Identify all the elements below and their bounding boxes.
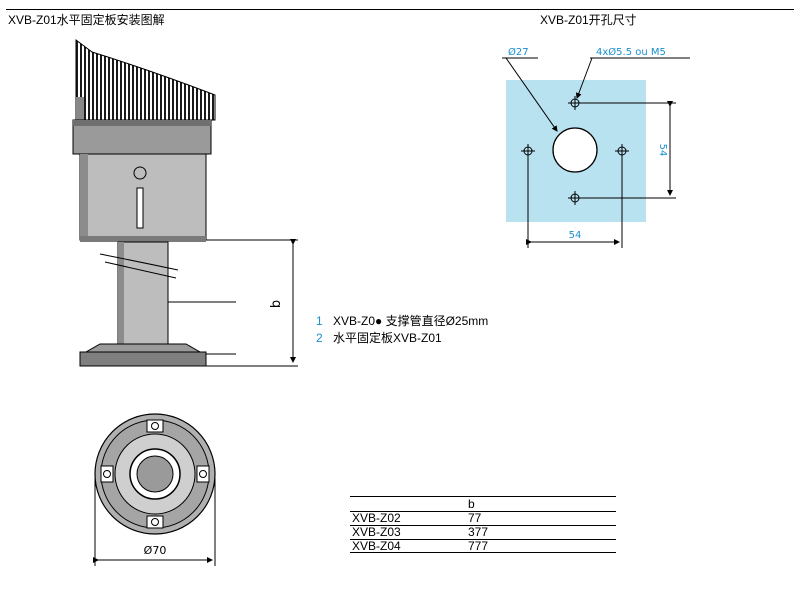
tube-shade [118,242,124,348]
table-row: XVB-Z03 377 [350,525,616,539]
legend-number: 1 [316,314,323,328]
screw-hole-right [196,465,210,483]
screw-hole-left [100,465,114,483]
side-view-drawing: b [72,39,298,367]
break-line-1 [99,253,179,271]
beacon-lens [75,39,216,121]
horizontal-dimension-label: 54 [569,230,582,241]
cell-b-value: 777 [468,539,489,553]
cutout-drawing: Ø27 4xØ5.5 ou M5 54 54 [502,46,690,248]
cutout-screw-right [615,144,629,158]
legend-item-1: 1 XVB-Z0● 支撑管直径Ø25mm [316,312,488,329]
table-row: XVB-Z02 77 [350,511,616,525]
cutout-screw-left [521,144,535,158]
bottom-view-drawing: Ø70 [93,413,216,566]
screw-leader [575,57,593,99]
mounting-flange [84,343,202,353]
indicator-dot [133,166,147,180]
header-rule [6,9,794,10]
table-row: XVB-Z04 777 [350,539,616,553]
cell-b-value: 77 [468,511,482,525]
legend-item-2: 2 水平固定板XVB-Z01 [316,329,442,346]
break-line-2 [104,261,177,279]
body-slot [136,187,144,229]
cell-model: XVB-Z02 [352,511,401,525]
row-rule [350,511,616,512]
support-tube [117,241,169,349]
collar-shade [73,120,211,126]
hole-leader [505,57,558,132]
dimension-table: b XVB-Z02 77 XVB-Z03 377 XVB-Z04 777 [350,496,616,553]
row-rule [350,539,616,540]
cell-model: XVB-Z03 [352,525,401,539]
header-cell-b: b [468,497,475,511]
cutout-screw-bottom [568,191,582,205]
hole-diameter-label: Ø27 [508,46,529,58]
cutout-screw-top [568,96,582,110]
tube-bore [136,455,174,493]
screw-hole-top [146,419,164,433]
installation-title: XVB-Z01水平固定板安装图解 [8,13,165,27]
screw-spec-label: 4xØ5.5 ou M5 [596,46,666,58]
diameter-label: Ø70 [144,544,167,557]
mounting-plate [79,351,207,367]
vertical-dimension-label: 54 [657,144,668,157]
beacon-edge [76,97,84,122]
cell-b-value: 377 [468,525,489,539]
table-rule-bottom [350,552,616,553]
table-rule-top [350,496,616,497]
body-base [80,236,206,242]
cell-model: XVB-Z04 [352,539,401,553]
center-hole [552,127,598,173]
screw-hole-bottom [146,515,164,529]
legend-number: 2 [316,331,323,345]
legend-text: 水平固定板XVB-Z01 [333,331,442,345]
row-rule [350,525,616,526]
table-header-row: b [350,497,616,511]
dimension-b-label: b [269,300,284,308]
body-shade [80,154,88,240]
legend-text: XVB-Z0● 支撑管直径Ø25mm [333,314,489,328]
cutout-title: XVB-Z01开孔尺寸 [540,13,637,27]
